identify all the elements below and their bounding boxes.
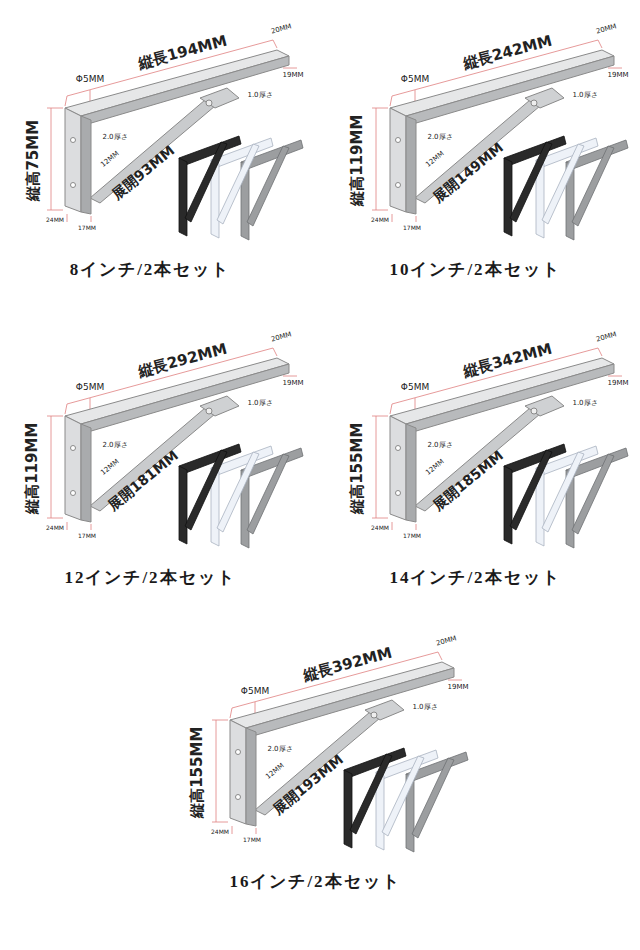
thickness-label: 2.0厚さ: [102, 442, 127, 450]
base-dimension: 24MM: [211, 829, 229, 836]
thickness-label: 2.0厚さ: [102, 134, 127, 142]
caption: 16インチ/2本セット: [229, 873, 400, 892]
length-dimension: 縦長242MM: [462, 32, 554, 72]
hole-dimension: Φ5MM: [401, 75, 429, 85]
brace-dimension: 12MM: [424, 458, 445, 477]
base-dimension: 17MM: [78, 225, 96, 232]
height-dimension: 縦高155MM: [350, 422, 367, 513]
width-dimension: 20MM: [595, 24, 617, 37]
hole-dimension: Φ5MM: [241, 687, 269, 697]
width-dimension: 20MM: [435, 636, 457, 649]
base-dimension: 17MM: [243, 837, 261, 844]
width-dimension: 20MM: [270, 24, 292, 37]
span-dimension: 展開181MM: [106, 448, 182, 514]
thickness-label: 1.0厚さ: [572, 400, 597, 408]
thickness-label: 2.0厚さ: [427, 442, 452, 450]
hole-dimension: Φ5MM: [76, 75, 104, 85]
brace-dimension: 12MM: [99, 150, 120, 169]
caption: 8インチ/2本セット: [70, 261, 231, 280]
base-dimension: 24MM: [46, 525, 64, 532]
span-dimension: 展開149MM: [431, 140, 507, 206]
height-dimension: 19MM: [283, 72, 304, 80]
thickness-label: 1.0厚さ: [247, 92, 272, 100]
thickness-label: 2.0厚さ: [427, 134, 452, 142]
height-dimension: 19MM: [608, 380, 629, 388]
thickness-label: 2.0厚さ: [267, 746, 292, 754]
caption: 14インチ/2本セット: [389, 569, 560, 588]
base-dimension: 24MM: [46, 217, 64, 224]
hole-dimension: Φ5MM: [76, 383, 104, 393]
span-dimension: 展開185MM: [431, 448, 507, 514]
length-dimension: 縦長342MM: [462, 340, 554, 380]
width-dimension: 20MM: [270, 332, 292, 345]
height-dimension: 縦高119MM: [350, 114, 367, 205]
brace-dimension: 12MM: [424, 150, 445, 169]
base-dimension: 17MM: [78, 533, 96, 540]
span-dimension: 展開193MM: [271, 752, 347, 818]
width-dimension: 20MM: [595, 332, 617, 345]
brace-dimension: 12MM: [264, 762, 285, 781]
thickness-label: 1.0厚さ: [412, 704, 437, 712]
base-dimension: 24MM: [371, 525, 389, 532]
caption: 12インチ/2本セット: [64, 569, 235, 588]
height-dimension: 19MM: [608, 72, 629, 80]
length-dimension: 縦長194MM: [137, 32, 229, 72]
height-dimension: 19MM: [448, 684, 469, 692]
height-dimension: 縦高75MM: [25, 120, 42, 201]
base-dimension: 24MM: [371, 217, 389, 224]
base-dimension: 17MM: [403, 225, 421, 232]
thickness-label: 1.0厚さ: [247, 400, 272, 408]
height-dimension: 縦高119MM: [25, 422, 42, 513]
length-dimension: 縦長392MM: [302, 644, 394, 684]
base-dimension: 17MM: [403, 533, 421, 540]
brace-dimension: 12MM: [99, 458, 120, 477]
height-dimension: 縦高155MM: [190, 726, 207, 817]
height-dimension: 19MM: [283, 380, 304, 388]
length-dimension: 縦長292MM: [137, 340, 229, 380]
hole-dimension: Φ5MM: [401, 383, 429, 393]
thickness-label: 1.0厚さ: [572, 92, 597, 100]
caption: 10インチ/2本セット: [389, 261, 560, 280]
